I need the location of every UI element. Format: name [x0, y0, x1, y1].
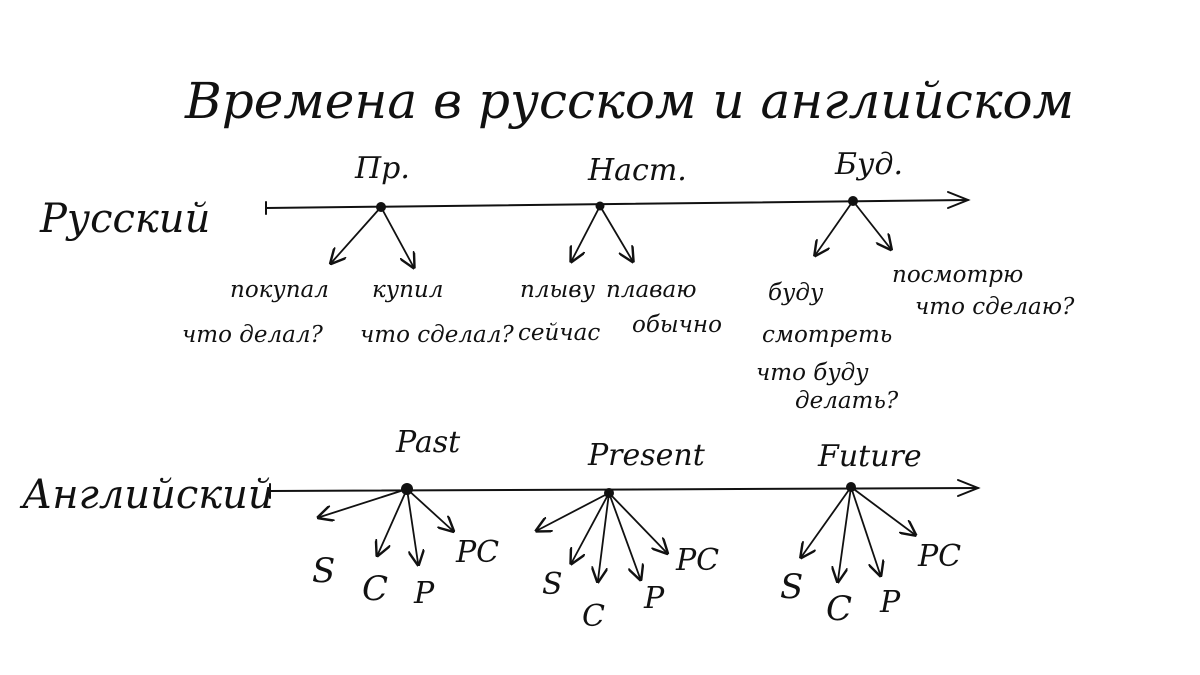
english-past-simple-arrow: [320, 488, 408, 517]
russian-present-heading: Наст.: [587, 153, 687, 188]
russian-present-left-note-1: плыву: [520, 277, 596, 303]
english-past-tense-pc: PC: [455, 535, 499, 570]
english-past-perfect-arrow: [406, 488, 418, 563]
russian-row-label: Русский: [39, 196, 210, 242]
english-present-tense-c: C: [582, 599, 605, 634]
russian-past-left-note-1: покупал: [230, 277, 329, 303]
russian-present-right-arrow: [599, 205, 632, 260]
russian-future-right-note-2: что сделаю?: [915, 294, 1075, 320]
english-past-tense-p: P: [413, 576, 435, 611]
russian-present-right-note-2: обычно: [632, 312, 722, 338]
english-past-perfect-continuous-arrow: [406, 488, 452, 530]
russian-past-left-note-2: что делал?: [182, 322, 323, 348]
english-present-heading: Present: [587, 438, 706, 473]
russian-future-right-arrow: [852, 200, 890, 248]
diagram-title: Времена в русском и английском: [184, 72, 1074, 130]
english-present-continuous-arrow: [572, 492, 610, 562]
russian-timeline-arrowhead: [947, 191, 971, 209]
english-past-tense-c: C: [362, 569, 388, 609]
english-present-simple-arrow: [538, 492, 610, 530]
russian-past-right-arrow: [380, 206, 413, 266]
english-present-tense-s: S: [542, 567, 563, 602]
english-present-tense-pc: PC: [675, 543, 719, 578]
english-future-simple-arrow: [802, 486, 852, 556]
english-timeline-arrowhead: [957, 479, 981, 497]
english-past-tense-s: S: [312, 551, 335, 591]
english-future-continuous-arrow: [838, 486, 852, 580]
russian-present-left-note-2: сейчас: [518, 320, 600, 346]
russian-future-left-note-3: что буду: [756, 360, 869, 386]
russian-future-left-note-2: смотреть: [762, 322, 892, 348]
russian-present-right-note-1: плаваю: [606, 277, 697, 303]
russian-future-right-note-1: посмотрю: [892, 262, 1023, 288]
russian-future-left-note-4: делать?: [795, 388, 899, 414]
english-future-tense-s: S: [780, 567, 803, 607]
english-future-tense-pc: PC: [917, 539, 961, 574]
russian-timeline: [265, 199, 969, 209]
russian-future-left-arrow: [816, 200, 854, 254]
english-present-tense-p: P: [643, 581, 665, 616]
english-future-perfect-continuous-arrow: [850, 486, 914, 534]
russian-past-right-note-1: купил: [372, 277, 443, 303]
russian-present-left-arrow: [572, 205, 601, 260]
russian-future-left-note-1: буду: [768, 280, 824, 306]
english-present-extra-arrow: [598, 492, 610, 580]
english-future-heading: Future: [817, 439, 922, 474]
english-present-perfect-arrow: [608, 492, 640, 578]
english-present-perfect-continuous-arrow: [608, 492, 666, 552]
english-row-label: Английский: [19, 472, 274, 518]
english-past-continuous-arrow: [378, 488, 408, 554]
russian-future-heading: Буд.: [834, 147, 903, 182]
english-timeline: [269, 487, 979, 492]
english-future-tense-p: P: [879, 585, 901, 620]
english-future-tense-c: C: [826, 589, 852, 629]
english-future-perfect-arrow: [850, 486, 880, 574]
russian-past-left-arrow: [332, 206, 382, 262]
russian-past-right-note-2: что сделал?: [360, 322, 514, 348]
russian-past-heading: Пр.: [354, 151, 410, 186]
english-past-heading: Past: [395, 425, 461, 460]
